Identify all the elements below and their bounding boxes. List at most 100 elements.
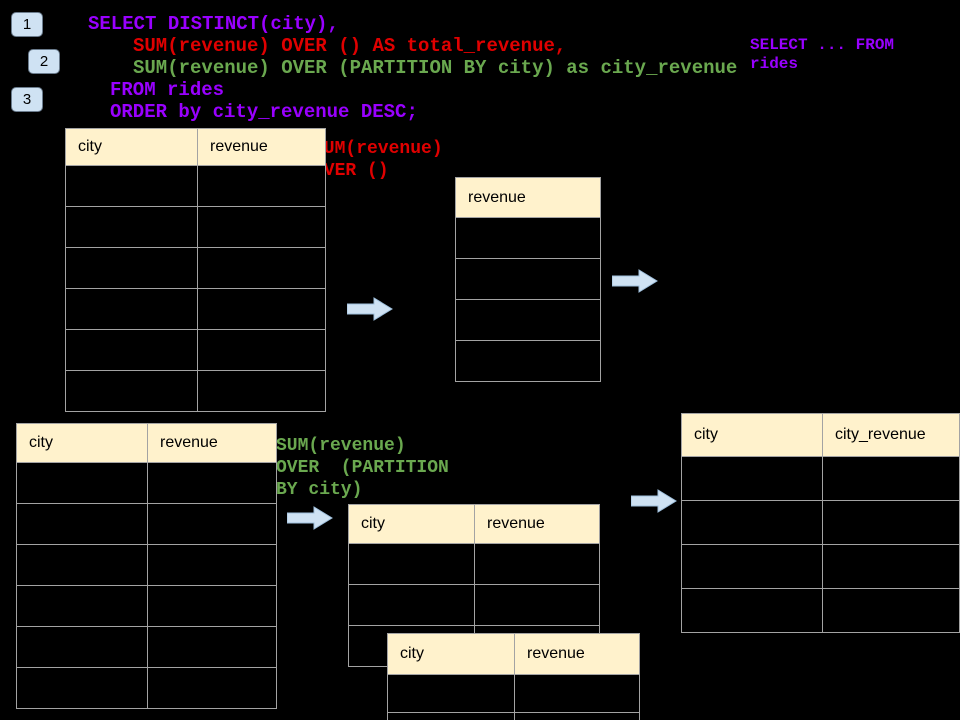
column-header-revenue: revenue <box>474 504 600 544</box>
table-cell-empty <box>197 206 326 248</box>
table-row <box>65 288 326 330</box>
table-row <box>16 544 277 586</box>
table-cell-empty <box>681 500 823 545</box>
table-row <box>65 206 326 248</box>
table-cell-empty <box>681 588 823 633</box>
schema-table: revenue <box>455 177 601 382</box>
column-header-revenue: revenue <box>197 128 326 166</box>
table-row <box>65 165 326 207</box>
table-cell-empty <box>821 588 960 633</box>
table-cell-empty <box>197 370 326 412</box>
table-cell-empty <box>197 165 326 207</box>
table-cell-empty <box>16 626 148 668</box>
step-badge-2: 2 <box>28 49 60 74</box>
step-badge-3: 3 <box>11 87 43 112</box>
table-cell-empty <box>65 206 198 248</box>
table-cell-empty <box>514 712 640 720</box>
column-header-city: city <box>16 423 148 463</box>
table-cell-empty <box>681 456 823 501</box>
table-cell-empty <box>65 288 198 330</box>
table-cell-empty <box>65 370 198 412</box>
sql-line-order-by: ORDER by city_revenue DESC; <box>110 101 418 123</box>
total-revenue-result-table: revenue <box>455 177 601 382</box>
table-row <box>16 462 277 504</box>
table-cell-empty <box>147 503 277 545</box>
column-header-revenue: revenue <box>514 633 640 675</box>
table-cell-empty <box>474 543 600 585</box>
table-row <box>65 370 326 412</box>
sql-line-total-revenue: SUM(revenue) OVER () AS total_revenue, <box>133 35 567 57</box>
flow-arrow-right-icon <box>630 489 677 513</box>
table-row <box>16 503 277 545</box>
column-header-city: city <box>65 128 198 166</box>
table-cell-empty <box>514 674 640 713</box>
table-cell-empty <box>147 626 277 668</box>
sql-line-city-revenue: SUM(revenue) OVER (PARTITION BY city) as… <box>133 57 738 79</box>
table-cell-empty <box>387 712 515 720</box>
table-cell-empty <box>65 247 198 289</box>
sum-over-total-label: SUM(revenue) OVER () <box>313 139 443 181</box>
table-cell-empty <box>821 500 960 545</box>
sql-line-select: SELECT DISTINCT(city), <box>88 13 339 35</box>
sql-line-from: FROM rides <box>110 79 225 101</box>
table-row <box>348 543 600 585</box>
table-cell-empty <box>197 247 326 289</box>
table-cell-empty <box>147 462 277 504</box>
select-from-rides-snippet: SELECT ... FROM rides <box>750 36 895 73</box>
table-row <box>16 585 277 627</box>
table-row <box>16 626 277 668</box>
table-cell-empty <box>474 584 600 626</box>
table-row <box>455 299 601 341</box>
table-row <box>455 340 601 382</box>
table-cell-empty <box>147 667 277 709</box>
column-header-city: city <box>348 504 475 544</box>
column-header-city: city <box>387 633 515 675</box>
column-header-city_revenue: city_revenue <box>821 413 960 457</box>
table-row <box>387 712 640 720</box>
table-cell-empty <box>455 299 601 341</box>
table-cell-empty <box>65 165 198 207</box>
table-cell-empty <box>16 462 148 504</box>
column-header-city: city <box>681 413 823 457</box>
step-badge-1: 1 <box>11 12 43 37</box>
table-row <box>681 456 960 501</box>
table-cell-empty <box>455 258 601 300</box>
column-header-revenue: revenue <box>455 177 601 218</box>
table-cell-empty <box>147 585 277 627</box>
table-cell-empty <box>197 329 326 371</box>
flow-arrow-right-icon <box>286 506 333 530</box>
table-row <box>681 544 960 589</box>
table-cell-empty <box>681 544 823 589</box>
sum-over-partition-label: SUM(revenue) OVER (PARTITION BY city) <box>276 436 449 500</box>
table-row <box>65 247 326 289</box>
table-cell-empty <box>821 544 960 589</box>
table-cell-empty <box>455 340 601 382</box>
table-cell-empty <box>348 543 475 585</box>
table-cell-empty <box>387 674 515 713</box>
table-cell-empty <box>455 217 601 259</box>
table-cell-empty <box>821 456 960 501</box>
table-cell-empty <box>65 329 198 371</box>
table-cell-empty <box>197 288 326 330</box>
table-row <box>455 217 601 259</box>
table-cell-empty <box>16 585 148 627</box>
table-cell-empty <box>16 667 148 709</box>
table-row <box>681 500 960 545</box>
table-row <box>16 667 277 709</box>
table-cell-empty <box>16 544 148 586</box>
table-cell-empty <box>147 544 277 586</box>
flow-arrow-right-icon <box>346 297 393 321</box>
table-row <box>348 584 600 626</box>
table-row <box>455 258 601 300</box>
table-row <box>387 674 640 713</box>
table-cell-empty <box>16 503 148 545</box>
table-row <box>681 588 960 633</box>
